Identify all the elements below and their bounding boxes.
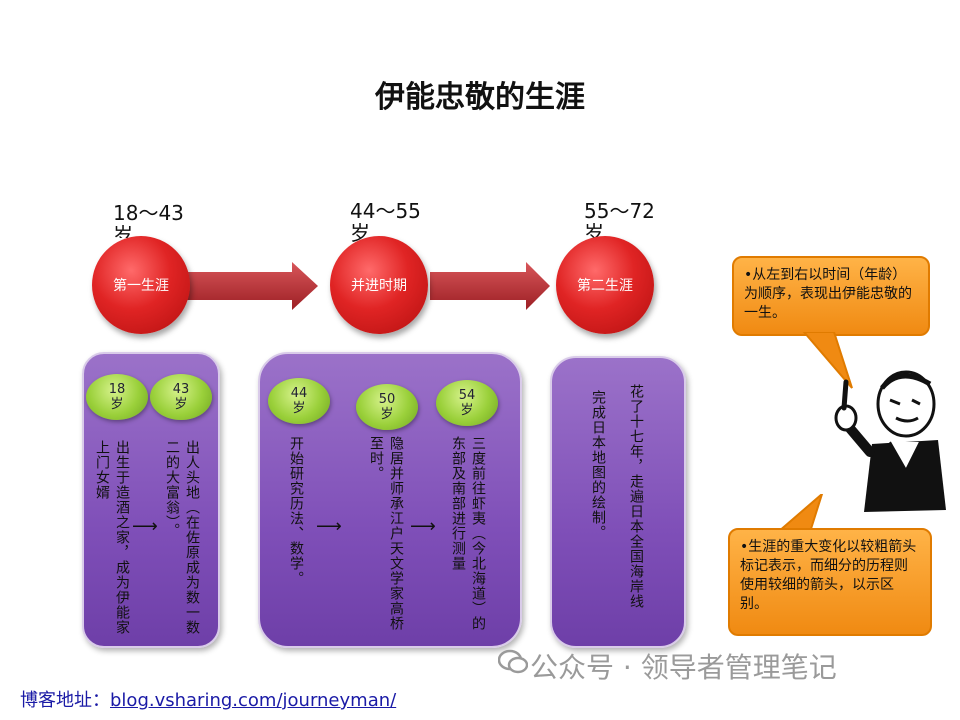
footer-link[interactable]: blog.vsharing.com/journeyman/	[110, 690, 396, 711]
stage3-age-range: 55～72	[584, 200, 655, 222]
panel1-text2: 出人头地（在佐原成为数一数二的大富翁）。	[162, 440, 202, 636]
thin-arrow-icon: ⟶	[410, 516, 436, 537]
panel1-text1: 出生于造酒之家，成为伊能家上门女婿	[92, 440, 132, 636]
pill-50: 50 岁	[356, 384, 418, 430]
stage1-circle: 第一生涯	[92, 236, 190, 334]
panel2-text2: 隐居并师承江户天文学家高桥至时。	[366, 436, 406, 632]
pill-age-unit: 岁	[110, 397, 123, 412]
page-title: 伊能忠敬的生涯	[0, 72, 960, 116]
pill-age-number: 54	[459, 388, 476, 403]
thin-arrow-icon: ⟶	[132, 516, 158, 537]
thick-arrow-2	[430, 262, 550, 310]
panel3-text1: 花了十七年，走遍日本全国海岸线	[626, 384, 646, 620]
pill-18: 18 岁	[86, 374, 148, 420]
pill-age-number: 50	[379, 392, 396, 407]
stage2-label: 并进时期	[351, 275, 407, 295]
pill-age-number: 18	[109, 382, 126, 397]
stage1-label: 第一生涯	[113, 275, 169, 295]
stage1-age: 18～43 岁	[113, 202, 184, 238]
callout-bottom-text: •生涯的重大变化以较粗箭头标记表示，而细分的历程则使用较细的箭头，以示区别。	[740, 539, 916, 612]
callout-top: •从左到右以时间（年龄）为顺序，表现出伊能忠敬的一生。	[732, 256, 930, 336]
watermark-text: 公众号 · 领导者管理笔记	[530, 646, 837, 686]
pill-age-unit: 岁	[460, 403, 473, 418]
pill-age-number: 44	[291, 386, 308, 401]
pill-54: 54 岁	[436, 380, 498, 426]
thick-arrow-1	[180, 262, 318, 310]
stage1-age-range: 18～43	[113, 202, 184, 224]
pill-age-unit: 岁	[380, 407, 393, 422]
stage3-label: 第二生涯	[577, 275, 633, 295]
pill-age-number: 43	[173, 382, 190, 397]
panel-stage3	[550, 356, 686, 648]
panel3-text2: 完成日本地图的绘制。	[588, 390, 608, 626]
wechat-icon	[498, 648, 528, 680]
pill-age-unit: 岁	[292, 401, 305, 416]
pill-43: 43 岁	[150, 374, 212, 420]
panel2-text1: 开始研究历法、数学。	[286, 436, 306, 596]
stage3-circle: 第二生涯	[556, 236, 654, 334]
stage2-age-range: 44～55	[350, 200, 421, 222]
pointing-man-icon	[820, 360, 950, 530]
thin-arrow-icon: ⟶	[316, 516, 342, 537]
footer-label: 博客地址：	[20, 690, 110, 711]
callout-bottom: •生涯的重大变化以较粗箭头标记表示，而细分的历程则使用较细的箭头，以示区别。	[728, 528, 932, 636]
callout-top-text: •从左到右以时间（年龄）为顺序，表现出伊能忠敬的一生。	[744, 267, 912, 321]
stage2-circle: 并进时期	[330, 236, 428, 334]
pill-age-unit: 岁	[174, 397, 187, 412]
pill-44: 44 岁	[268, 378, 330, 424]
panel2-text3: 三度前往虾夷（今北海道）的东部及南部进行测量	[448, 436, 488, 632]
footer: 博客地址：blog.vsharing.com/journeyman/	[20, 686, 396, 712]
